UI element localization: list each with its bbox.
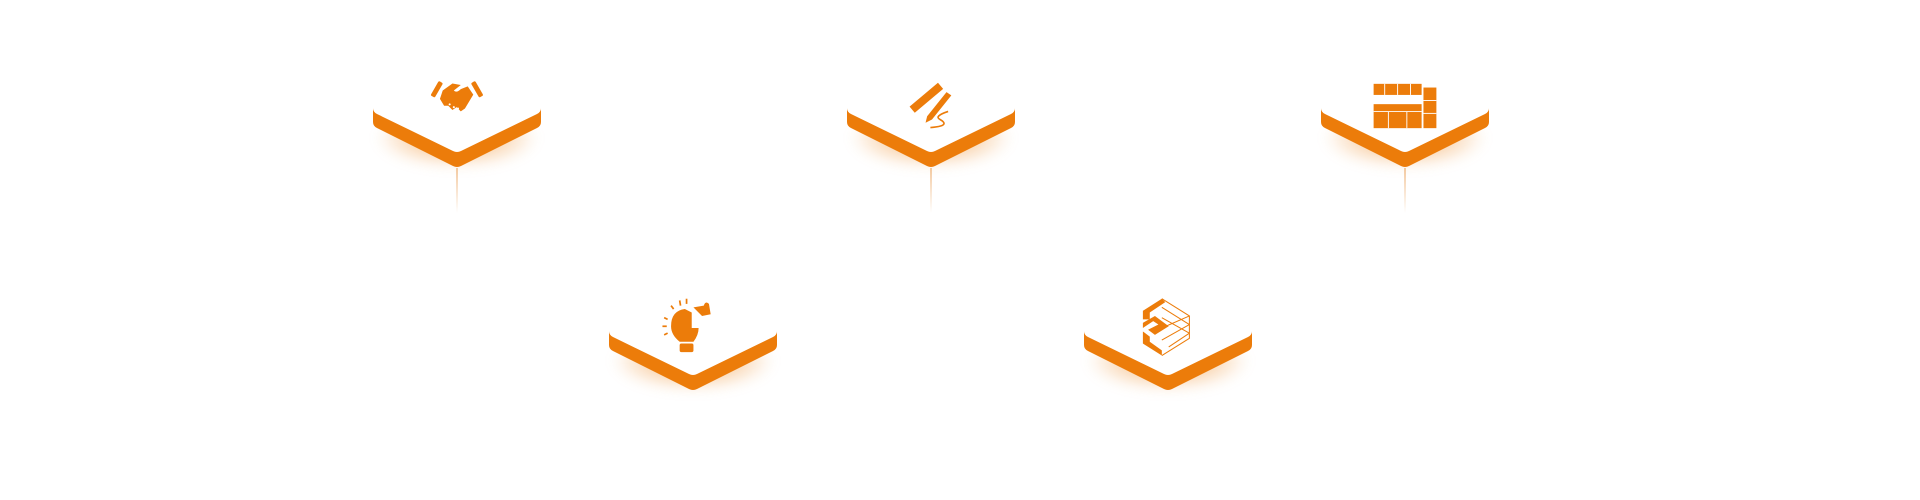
connector-line bbox=[1404, 168, 1406, 213]
ruler-pen-design-icon bbox=[909, 82, 952, 129]
lightbulb-puzzle-icon bbox=[662, 298, 711, 353]
service-tile-ideas[interactable] bbox=[593, 221, 793, 411]
kitchen-cabinets-icon bbox=[1373, 83, 1437, 129]
handshake-icon bbox=[431, 81, 483, 112]
connector-line bbox=[930, 168, 932, 213]
service-tile-handshake[interactable] bbox=[357, 0, 557, 213]
connector-line bbox=[456, 168, 458, 213]
layered-structure-icon bbox=[1142, 298, 1190, 356]
service-tile-structure[interactable] bbox=[1068, 221, 1268, 411]
service-tile-design[interactable] bbox=[831, 0, 1031, 213]
service-tile-kitchen[interactable] bbox=[1305, 0, 1505, 213]
